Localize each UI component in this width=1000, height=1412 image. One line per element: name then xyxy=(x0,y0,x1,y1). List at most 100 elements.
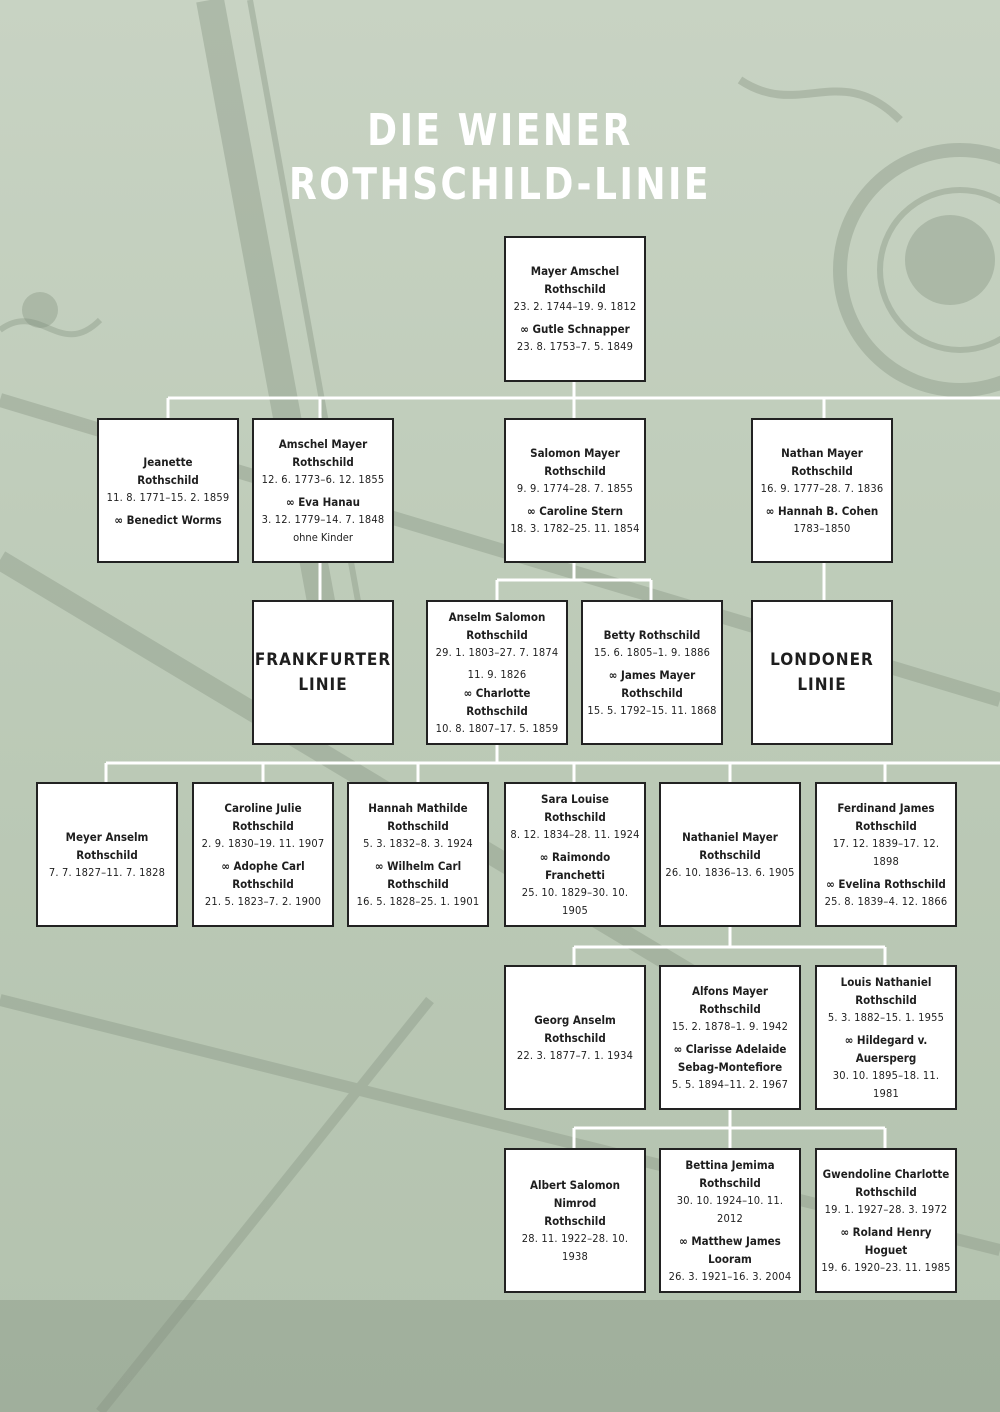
life-dates: 15. 6. 1805–1. 9. 1886 xyxy=(593,645,711,659)
person-name: Betty Rothschild xyxy=(603,627,701,642)
person-card-meyer-anselm: Meyer Anselm Rothschild 7. 7. 1827–11. 7… xyxy=(36,782,178,927)
life-dates: 30. 10. 1924–10. 11. 2012 xyxy=(676,1193,784,1225)
life-dates: 23. 2. 1744–19. 9. 1812 xyxy=(513,300,637,313)
person-name: Sara Louise xyxy=(541,791,609,806)
branch-london: LONDONER LINIE xyxy=(751,600,893,745)
spouse-dates: 25. 8. 1839–4. 12. 1866 xyxy=(824,894,948,908)
person-name: Rothschild xyxy=(699,1001,761,1016)
person-name: Rothschild xyxy=(232,818,294,833)
person-card-alfons-mayer: Alfons Mayer Rothschild 15. 2. 1878–1. 9… xyxy=(659,965,801,1110)
spouse-dates: 23. 8. 1753–7. 5. 1849 xyxy=(516,340,634,353)
person-name: Rothschild xyxy=(544,809,606,824)
person-card-amschel-mayer: Amschel Mayer Rothschild 12. 6. 1773–6. … xyxy=(252,418,394,563)
spouse-dates: 5. 5. 1894–11. 2. 1967 xyxy=(671,1077,789,1091)
person-name: Georg Anselm xyxy=(534,1012,616,1027)
person-name: Rothschild xyxy=(387,818,449,833)
note-text: ohne Kinder xyxy=(293,530,353,544)
person-card-georg-anselm: Georg Anselm Rothschild 22. 3. 1877–7. 1… xyxy=(504,965,646,1110)
life-dates: 12. 6. 1773–6. 12. 1855 xyxy=(261,472,385,486)
life-dates: 19. 1. 1927–28. 3. 1972 xyxy=(824,1202,948,1216)
spouse-name: ∞ Benedict Worms xyxy=(114,512,222,527)
person-card-albert-salomon: Albert Salomon Nimrod Rothschild 28. 11.… xyxy=(504,1148,646,1293)
person-name: Rothschild xyxy=(544,463,606,478)
person-name: Gwendoline Charlotte xyxy=(822,1166,950,1181)
life-dates: 7. 7. 1827–11. 7. 1828 xyxy=(48,865,166,879)
spouse-name: ∞ Wilhelm Carl xyxy=(374,858,462,873)
spouse-name: ∞ Adophe Carl xyxy=(221,858,305,873)
person-name: Rothschild xyxy=(544,1213,606,1228)
life-dates: 5. 3. 1882–15. 1. 1955 xyxy=(827,1010,945,1024)
spouse-name: ∞ Matthew James xyxy=(679,1233,781,1248)
spouse-name: ∞ James Mayer xyxy=(608,667,696,682)
person-name: Jeanette xyxy=(143,454,193,469)
person-name: Louis Nathaniel xyxy=(840,974,932,989)
spouse-name: ∞ Hildegard v. xyxy=(844,1032,928,1047)
person-name: Alfons Mayer xyxy=(691,983,769,998)
person-name: Nathaniel Mayer xyxy=(682,829,778,844)
person-name: Rothschild xyxy=(791,463,853,478)
person-card-hannah-mathilde: Hannah Mathilde Rothschild 5. 3. 1832–8.… xyxy=(347,782,489,927)
person-name: Rothschild xyxy=(544,1030,606,1045)
spouse-name: Rothschild xyxy=(232,876,294,891)
person-card-salomon-mayer: Salomon Mayer Rothschild 9. 9. 1774–28. … xyxy=(504,418,646,563)
spouse-name: ∞ Hannah B. Cohen xyxy=(765,503,879,518)
life-dates: 22. 3. 1877–7. 1. 1934 xyxy=(516,1048,634,1062)
person-name: Mayer Amschel xyxy=(530,264,620,278)
person-card-jeanette: Jeanette Rothschild 11. 8. 1771–15. 2. 1… xyxy=(97,418,239,563)
spouse-dates: 21. 5. 1823–7. 2. 1900 xyxy=(204,894,322,908)
person-name: Rothschild xyxy=(855,992,917,1007)
person-name: Rothschild xyxy=(855,818,917,833)
spouse-name: Rothschild xyxy=(621,685,683,700)
spouse-dates: 3. 12. 1779–14. 7. 1848 xyxy=(261,512,385,526)
person-card-sara-louise: Sara Louise Rothschild 8. 12. 1834–28. 1… xyxy=(504,782,646,927)
life-dates: 28. 11. 1922–28. 10. 1938 xyxy=(521,1231,629,1263)
spouse-dates: 1783–1850 xyxy=(793,521,851,535)
spouse-name: ∞ Clarisse Adelaide xyxy=(673,1041,787,1056)
spouse-name: ∞ Eva Hanau xyxy=(286,494,360,509)
spouse-name: ∞ Charlotte Rothschild xyxy=(463,685,531,718)
page-title-line-1: DIE WIENER xyxy=(367,105,633,156)
spouse-dates: 25. 10. 1829–30. 10. 1905 xyxy=(521,885,629,917)
life-dates: 17. 12. 1839–17. 12. 1898 xyxy=(832,836,940,868)
person-name: Rothschild xyxy=(137,472,199,487)
life-dates: 8. 12. 1834–28. 11. 1924 xyxy=(510,827,640,841)
spouse-dates: 26. 3. 1921–16. 3. 2004 xyxy=(668,1269,792,1283)
person-name: Rothschild xyxy=(544,282,606,296)
spouse-name: ∞ Roland Henry Hoguet xyxy=(840,1224,932,1257)
person-name: Bettina Jemima xyxy=(685,1157,775,1172)
person-name: Rothschild xyxy=(76,847,138,862)
person-card-mayer-amschel: Mayer Amschel Rothschild 23. 2. 1744–19.… xyxy=(504,236,646,382)
life-dates: 15. 2. 1878–1. 9. 1942 xyxy=(671,1019,789,1033)
spouse-name: Sebag-Montefiore xyxy=(677,1059,783,1074)
person-name: Rothschild xyxy=(699,847,761,862)
branch-frankfurt: FRANKFURTER LINIE xyxy=(252,600,394,745)
life-dates: 5. 3. 1832–8. 3. 1924 xyxy=(363,836,473,850)
spouse-dates: 10. 8. 1807–17. 5. 1859 xyxy=(435,721,559,735)
person-card-nathaniel-mayer: Nathaniel Mayer Rothschild 26. 10. 1836–… xyxy=(659,782,801,927)
person-card-bettina-jemima: Bettina Jemima Rothschild 30. 10. 1924–1… xyxy=(659,1148,801,1293)
person-card-nathan-mayer: Nathan Mayer Rothschild 16. 9. 1777–28. … xyxy=(751,418,893,563)
person-name: Nathan Mayer xyxy=(781,445,863,460)
person-card-gwendoline-charlotte: Gwendoline Charlotte Rothschild 19. 1. 1… xyxy=(815,1148,957,1293)
spouse-dates: 16. 5. 1828–25. 1. 1901 xyxy=(356,894,480,908)
person-name: Rothschild xyxy=(466,627,528,642)
branch-label: FRANKFURTER xyxy=(254,649,392,670)
person-card-louis-nathaniel: Louis Nathaniel Rothschild 5. 3. 1882–15… xyxy=(815,965,957,1110)
person-name: Ferdinand James xyxy=(837,800,935,815)
marriage-date: 11. 9. 1826 xyxy=(467,667,527,681)
spouse-dates: 19. 6. 1920–23. 11. 1985 xyxy=(821,1260,951,1274)
spouse-dates: 18. 3. 1782–25. 11. 1854 xyxy=(510,521,640,535)
life-dates: 29. 1. 1803–27. 7. 1874 xyxy=(435,645,559,659)
branch-label: LINIE xyxy=(797,674,847,695)
spouse-name: Looram xyxy=(708,1251,752,1266)
person-name: Rothschild xyxy=(292,454,354,469)
person-card-betty: Betty Rothschild 15. 6. 1805–1. 9. 1886 … xyxy=(581,600,723,745)
spouse-dates: 30. 10. 1895–18. 11. 1981 xyxy=(832,1068,940,1100)
life-dates: 11. 8. 1771–15. 2. 1859 xyxy=(106,490,230,504)
life-dates: 26. 10. 1836–13. 6. 1905 xyxy=(665,865,795,879)
person-card-anselm-salomon: Anselm Salomon Rothschild 29. 1. 1803–27… xyxy=(426,600,568,745)
life-dates: 2. 9. 1830–19. 11. 1907 xyxy=(201,836,325,850)
life-dates: 9. 9. 1774–28. 7. 1855 xyxy=(516,481,634,495)
person-name: Hannah Mathilde xyxy=(368,800,468,815)
